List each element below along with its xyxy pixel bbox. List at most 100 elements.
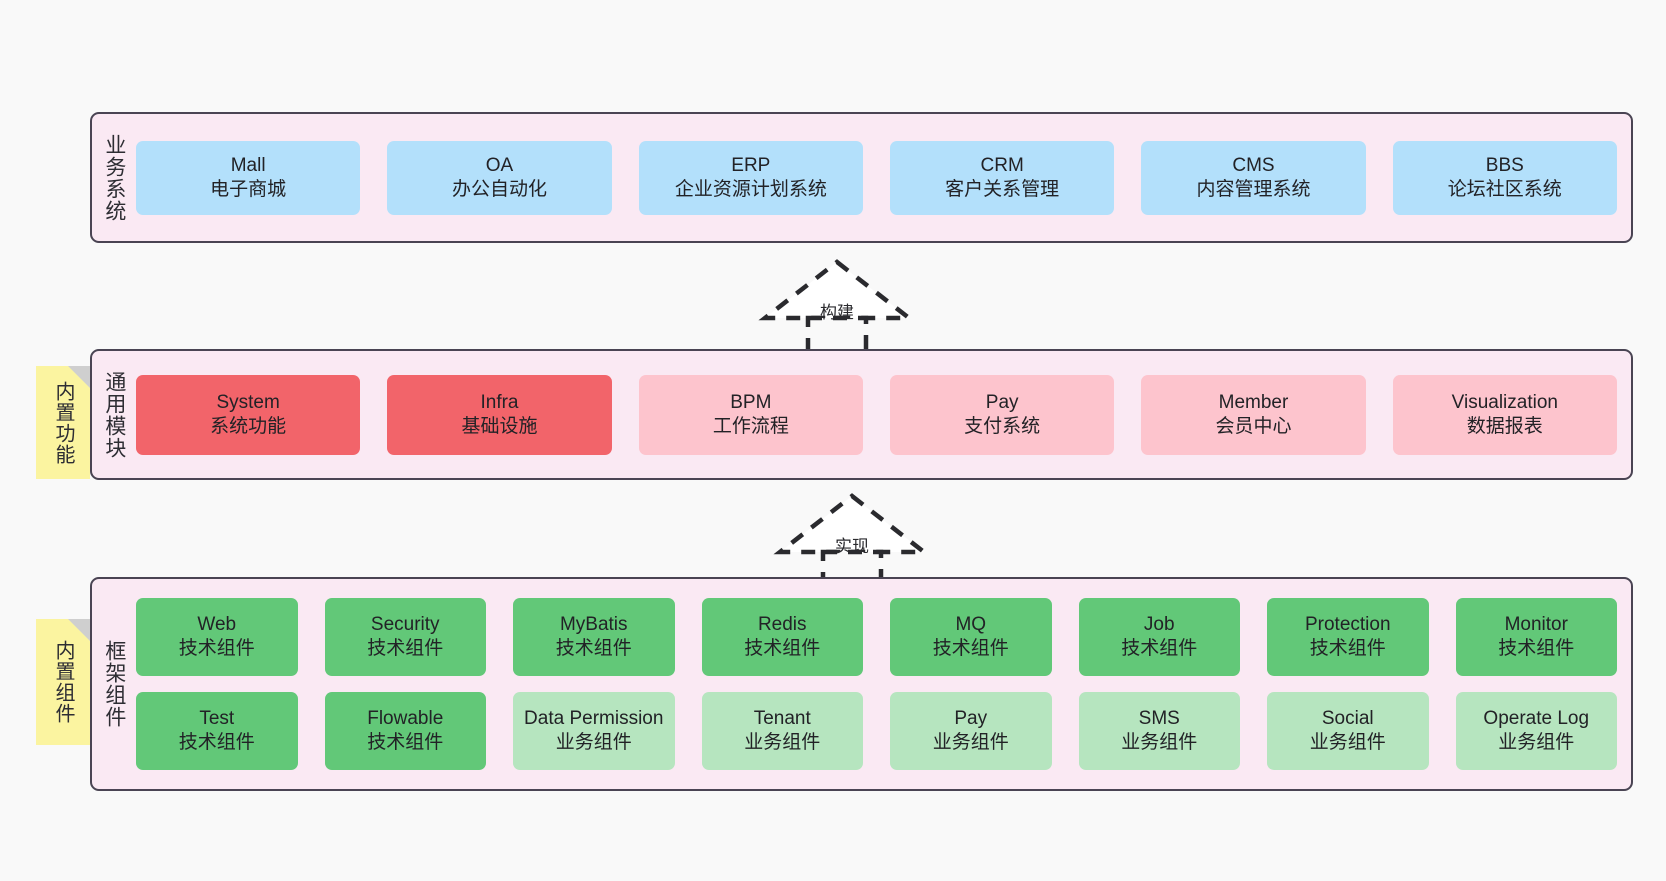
card-title: BBS (1485, 154, 1524, 176)
card-subtitle: 技术组件 (744, 638, 821, 659)
card-subtitle: 工作流程 (712, 415, 789, 437)
card-title: Flowable (367, 708, 444, 730)
card-title: BPM (730, 391, 772, 413)
card-title: MyBatis (559, 614, 628, 636)
card-title: ERP (731, 154, 771, 176)
card-subtitle: 技术组件 (178, 638, 255, 659)
card-row: Test 技术组件 Flowable 技术组件 Data Permission … (136, 692, 1617, 770)
card-row: Web 技术组件 Security 技术组件 MyBatis 技术组件 Redi… (136, 598, 1617, 676)
layer-framework-component: 框架组件 Web 技术组件 Security 技术组件 MyBatis 技术组件… (90, 577, 1633, 791)
card-subtitle: 业务组件 (1498, 732, 1575, 753)
realization-arrow-build: 构建 (757, 258, 917, 355)
card-sms[interactable]: SMS 业务组件 (1078, 692, 1240, 770)
card-title: Data Permission (524, 708, 664, 730)
card-infra[interactable]: Infra 基础设施 (387, 374, 612, 455)
card-subtitle: 业务组件 (744, 732, 821, 753)
layer-title-common-module: 通用模块 (102, 370, 126, 459)
card-mybatis[interactable]: MyBatis 技术组件 (513, 598, 675, 676)
card-title: Member (1218, 391, 1289, 413)
card-title: Monitor (1504, 614, 1568, 636)
card-subtitle: 技术组件 (1498, 638, 1575, 659)
card-row: Mall 电子商城 OA 办公自动化 ERP 企业资源计划系统 CRM 客户关系… (136, 140, 1617, 215)
card-subtitle: 客户关系管理 (945, 178, 1060, 200)
card-subtitle: 论坛社区系统 (1447, 178, 1562, 200)
card-system[interactable]: System 系统功能 (136, 374, 361, 455)
card-title: CMS (1232, 154, 1275, 176)
card-title: Infra (480, 391, 519, 413)
card-subtitle: 技术组件 (367, 638, 444, 659)
card-cms[interactable]: CMS 内容管理系统 (1141, 140, 1366, 215)
card-social[interactable]: Social 业务组件 (1267, 692, 1429, 770)
card-title: Test (199, 708, 235, 730)
card-title: Visualization (1451, 391, 1558, 413)
arrow-label-implement: 实现 (835, 537, 869, 556)
card-test[interactable]: Test 技术组件 (136, 692, 298, 770)
card-redis[interactable]: Redis 技术组件 (701, 598, 863, 676)
sticky-note-label: 内置功能 (52, 380, 74, 465)
card-title: SMS (1138, 708, 1180, 730)
card-bbs[interactable]: BBS 论坛社区系统 (1392, 140, 1617, 215)
layer-business-system: 业务系统 Mall 电子商城 OA 办公自动化 ERP 企业资源计划系统 CRM… (90, 112, 1633, 243)
card-title: Tenant (753, 708, 811, 730)
card-title: Protection (1304, 614, 1391, 636)
sticky-note-label: 内置组件 (52, 640, 74, 724)
card-title: MQ (955, 614, 987, 636)
card-subtitle: 技术组件 (555, 638, 632, 659)
card-subtitle: 业务组件 (555, 732, 632, 753)
card-subtitle: 业务组件 (1309, 732, 1386, 753)
card-member[interactable]: Member 会员中心 (1141, 374, 1366, 455)
layer-common-module: 通用模块 System 系统功能 Infra 基础设施 BPM 工作流程 Pay… (90, 349, 1633, 480)
card-flowable[interactable]: Flowable 技术组件 (324, 692, 486, 770)
card-protection[interactable]: Protection 技术组件 (1267, 598, 1429, 676)
card-title: Web (197, 614, 237, 636)
card-subtitle: 支付系统 (964, 415, 1041, 437)
card-pay-business[interactable]: Pay 业务组件 (890, 692, 1052, 770)
layer-body-framework-component: Web 技术组件 Security 技术组件 MyBatis 技术组件 Redi… (136, 579, 1631, 789)
card-subtitle: 数据报表 (1466, 415, 1543, 437)
card-title: Operate Log (1483, 708, 1590, 730)
card-pay[interactable]: Pay 支付系统 (889, 374, 1115, 455)
card-job[interactable]: Job 技术组件 (1078, 598, 1240, 676)
arrow-label-build: 构建 (820, 303, 854, 322)
card-title: OA (485, 154, 514, 176)
realization-arrow-implement: 实现 (772, 492, 932, 589)
card-subtitle: 业务组件 (1121, 732, 1198, 753)
sticky-note-builtin-component: 内置组件 (36, 619, 90, 745)
card-mq[interactable]: MQ 技术组件 (890, 598, 1052, 676)
layer-body-common-module: System 系统功能 Infra 基础设施 BPM 工作流程 Pay 支付系统… (136, 351, 1631, 478)
layer-title-framework-component: 框架组件 (102, 640, 126, 728)
card-mall[interactable]: Mall 电子商城 (136, 140, 361, 215)
card-title: Pay (985, 391, 1019, 413)
card-visualization[interactable]: Visualization 数据报表 (1392, 374, 1617, 455)
card-subtitle: 技术组件 (178, 732, 255, 753)
card-bpm[interactable]: BPM 工作流程 (638, 374, 863, 455)
card-subtitle: 会员中心 (1215, 415, 1292, 437)
card-web[interactable]: Web 技术组件 (136, 598, 298, 676)
card-title: Job (1143, 614, 1175, 636)
card-title: Social (1321, 708, 1374, 730)
card-subtitle: 系统功能 (210, 415, 287, 437)
card-subtitle: 内容管理系统 (1196, 178, 1311, 200)
card-title: Security (370, 614, 440, 636)
card-subtitle: 办公自动化 (451, 178, 547, 200)
card-title: Mall (230, 154, 266, 176)
card-erp[interactable]: ERP 企业资源计划系统 (638, 140, 863, 215)
card-subtitle: 企业资源计划系统 (674, 178, 827, 200)
card-subtitle: 基础设施 (461, 415, 538, 437)
card-monitor[interactable]: Monitor 技术组件 (1455, 598, 1617, 676)
card-title: CRM (980, 154, 1024, 176)
card-oa[interactable]: OA 办公自动化 (387, 140, 612, 215)
card-operate-log[interactable]: Operate Log 业务组件 (1455, 692, 1617, 770)
card-subtitle: 技术组件 (932, 638, 1009, 659)
layer-title-business-system: 业务系统 (102, 133, 126, 222)
card-data-permission[interactable]: Data Permission 业务组件 (513, 692, 675, 770)
sticky-note-builtin-function: 内置功能 (36, 366, 90, 479)
card-tenant[interactable]: Tenant 业务组件 (701, 692, 863, 770)
card-title: System (216, 391, 280, 413)
card-subtitle: 业务组件 (932, 732, 1009, 753)
card-subtitle: 技术组件 (1121, 638, 1198, 659)
card-title: Pay (954, 708, 988, 730)
card-security[interactable]: Security 技术组件 (324, 598, 486, 676)
card-crm[interactable]: CRM 客户关系管理 (889, 140, 1115, 215)
